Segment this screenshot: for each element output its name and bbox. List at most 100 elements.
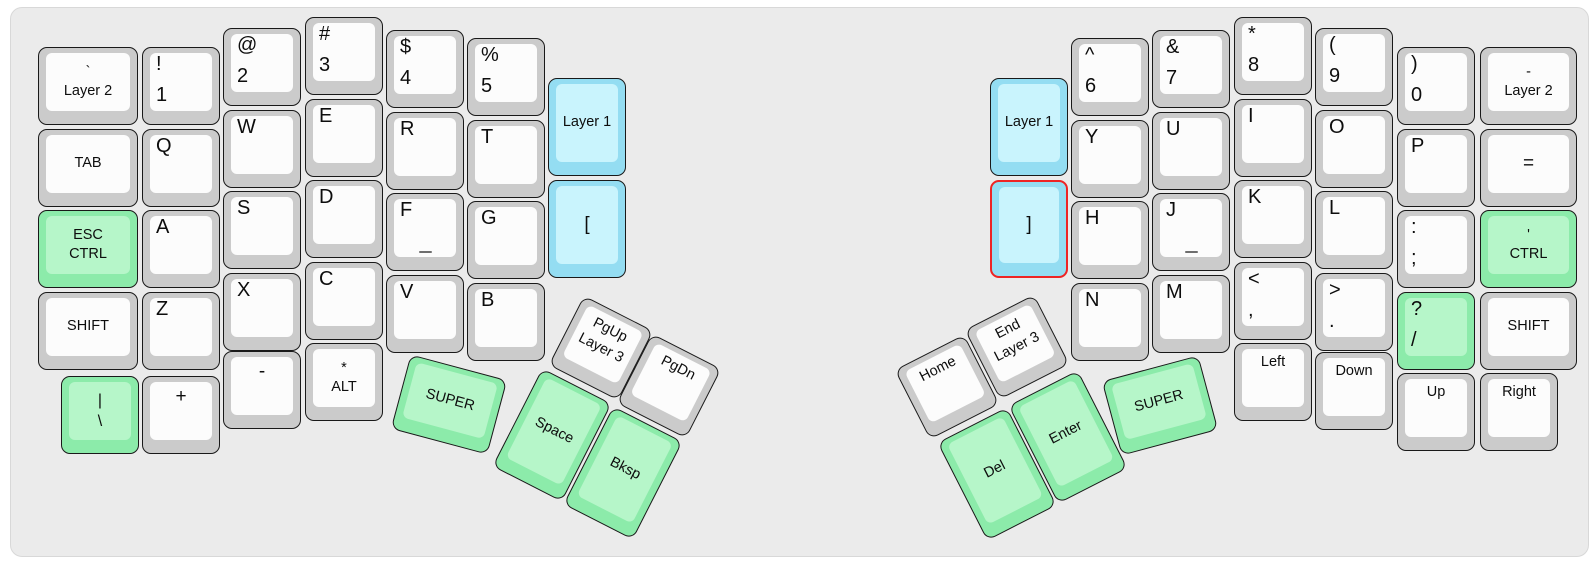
key-k[interactable]: K [1234, 180, 1312, 258]
keycap-surface [475, 289, 537, 347]
key-grave-layer2[interactable]: `Layer 2 [38, 47, 138, 125]
keycap-surface [1323, 34, 1385, 92]
key-super-left[interactable]: SUPER [390, 354, 508, 455]
key-o[interactable]: O [1315, 110, 1393, 188]
keycap-label: Layer 1 [562, 114, 612, 131]
keycap-label: Down [1335, 363, 1373, 379]
key-x[interactable]: X [223, 273, 301, 351]
keycap-surface [1405, 298, 1467, 356]
key-i[interactable]: I [1234, 99, 1312, 177]
key-right-arrow[interactable]: Right [1480, 373, 1558, 451]
key-asterisk-alt[interactable]: *ALT [305, 343, 383, 421]
keycap-label: R [400, 118, 415, 140]
keycap-label: &7 [1166, 36, 1180, 89]
keycap-surface [475, 207, 537, 265]
key-minus-layer2[interactable]: -Layer 2 [1480, 47, 1577, 125]
key-super-right[interactable]: SUPER [1101, 355, 1219, 456]
keycap-label: SHIFT [1507, 318, 1550, 335]
key-c[interactable]: C [305, 262, 383, 340]
key-g[interactable]: G [467, 201, 545, 279]
key-quote-ctrl[interactable]: 'CTRL [1480, 210, 1577, 288]
keycap-label: ] [1026, 214, 1032, 235]
key-f[interactable]: F [386, 193, 464, 271]
key-equals[interactable]: = [1480, 129, 1577, 207]
key-up-arrow[interactable]: Up [1397, 373, 1475, 451]
key-v[interactable]: V [386, 275, 464, 353]
keycap-surface [998, 84, 1060, 162]
key-z[interactable]: Z [142, 292, 220, 370]
key-slash[interactable]: ?/ [1397, 292, 1475, 370]
key-b[interactable]: B [467, 283, 545, 361]
keycap-surface [1405, 53, 1467, 111]
key-rbracket[interactable]: ] [990, 180, 1068, 278]
key-layer1-right[interactable]: Layer 1 [990, 78, 1068, 176]
key-8[interactable]: *8 [1234, 17, 1312, 95]
key-plus[interactable]: + [142, 376, 220, 454]
keycap-surface [394, 118, 456, 176]
keycap-surface [1405, 379, 1467, 437]
key-0[interactable]: )0 [1397, 47, 1475, 125]
key-s[interactable]: S [223, 191, 301, 269]
key-m[interactable]: M [1152, 275, 1230, 353]
key-p[interactable]: P [1397, 129, 1475, 207]
key-shift-left[interactable]: SHIFT [38, 292, 138, 370]
key-5[interactable]: %5 [467, 38, 545, 116]
keycap-surface [1242, 186, 1304, 244]
keycap-label: F [400, 199, 413, 221]
keycap-label: M [1166, 281, 1183, 303]
keycap-label: Layer 1 [1004, 114, 1054, 131]
key-comma[interactable]: <, [1234, 262, 1312, 340]
key-2[interactable]: @2 [223, 28, 301, 106]
key-down-arrow[interactable]: Down [1315, 352, 1393, 430]
keycap-surface [313, 268, 375, 326]
keycap-surface [475, 44, 537, 102]
key-semicolon[interactable]: :; [1397, 210, 1475, 288]
key-q[interactable]: Q [142, 129, 220, 207]
keycap-label: J [1166, 199, 1176, 221]
key-layer1-left[interactable]: Layer 1 [548, 78, 626, 176]
key-left-arrow[interactable]: Left [1234, 343, 1312, 421]
key-3[interactable]: #3 [305, 17, 383, 95]
key-j[interactable]: J [1152, 193, 1230, 271]
keycap-surface [1242, 23, 1304, 81]
key-9[interactable]: (9 [1315, 28, 1393, 106]
keycap-surface [1323, 358, 1385, 416]
key-d[interactable]: D [305, 180, 383, 258]
key-6[interactable]: ^6 [1071, 38, 1149, 116]
keycap-label: - [258, 361, 266, 382]
key-pipe-backslash[interactable]: |\ [61, 376, 139, 454]
keycap-surface [69, 382, 131, 440]
key-r[interactable]: R [386, 112, 464, 190]
key-a[interactable]: A [142, 210, 220, 288]
keycap-surface [1079, 289, 1141, 347]
key-w[interactable]: W [223, 110, 301, 188]
key-e[interactable]: E [305, 99, 383, 177]
keycap-label: C [319, 268, 334, 290]
key-1[interactable]: !1 [142, 47, 220, 125]
key-minus[interactable]: - [223, 351, 301, 429]
key-4[interactable]: $4 [386, 30, 464, 108]
key-lbracket[interactable]: [ [548, 180, 626, 278]
keycap-surface [1323, 116, 1385, 174]
keycap-surface [231, 34, 293, 92]
key-u[interactable]: U [1152, 112, 1230, 190]
keycap-surface [46, 135, 130, 193]
keycap-label: N [1085, 289, 1100, 311]
keycap-surface [1079, 207, 1141, 265]
keycap-label: TAB [74, 155, 102, 172]
keycap-surface [1242, 349, 1304, 407]
key-t[interactable]: T [467, 120, 545, 198]
key-shift-right[interactable]: SHIFT [1480, 292, 1577, 370]
key-h[interactable]: H [1071, 201, 1149, 279]
keycap-label: B [481, 289, 495, 311]
key-tab[interactable]: TAB [38, 129, 138, 207]
key-7[interactable]: &7 [1152, 30, 1230, 108]
keycap-label: U [1166, 118, 1181, 140]
key-y[interactable]: Y [1071, 120, 1149, 198]
key-n[interactable]: N [1071, 283, 1149, 361]
keycap-label: G [481, 207, 497, 229]
key-period[interactable]: >. [1315, 273, 1393, 351]
key-l[interactable]: L [1315, 191, 1393, 269]
keycap-surface [1160, 36, 1222, 94]
